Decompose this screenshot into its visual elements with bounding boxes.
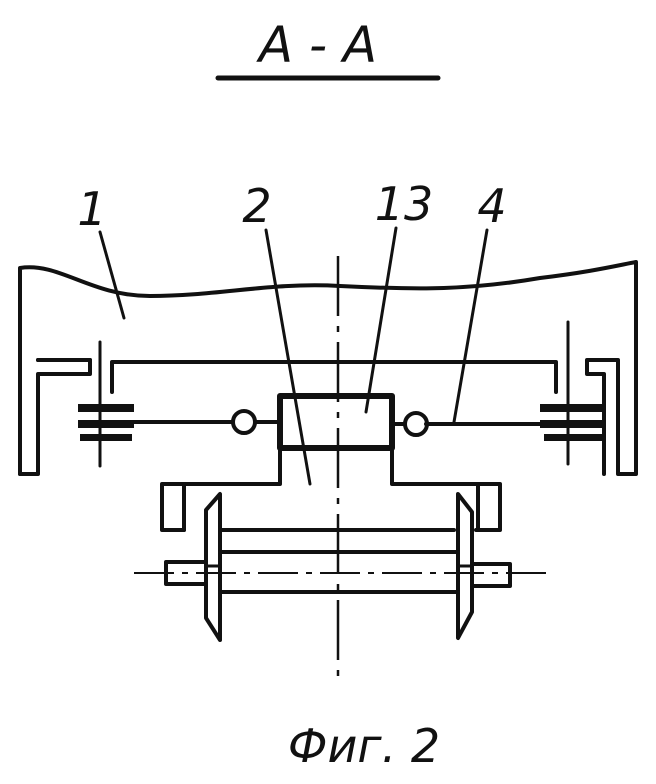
left-spring-plate-lower: [80, 434, 132, 441]
pivot-left: [231, 409, 257, 435]
right-spring-plate-lower: [544, 434, 602, 441]
leader-part-4: [452, 228, 489, 424]
label-part-13: 13: [375, 177, 434, 231]
axle-journal-right: [470, 562, 512, 588]
body-cross-beam: [110, 360, 558, 394]
left-spring-plate-mid: [78, 420, 134, 428]
label-part-1: 1: [77, 182, 106, 236]
figure-caption: Фиг. 2: [288, 719, 440, 773]
leader-part-2: [264, 228, 312, 486]
label-part-4: 4: [477, 179, 506, 233]
right-spring-plate-upper: [540, 404, 604, 412]
bogie-frame: [160, 446, 502, 532]
leader-part-13: [364, 226, 398, 414]
vehicle-body-left-flange: [18, 358, 92, 476]
right-spring-plate-mid: [540, 420, 604, 428]
left-spring-plate-upper: [78, 404, 134, 412]
vehicle-body: [18, 260, 638, 476]
section-title: A - A: [256, 16, 377, 74]
leader-part-1: [98, 230, 126, 320]
label-part-2: 2: [242, 179, 271, 233]
central-block: [277, 393, 395, 451]
pivot-right: [403, 411, 429, 437]
